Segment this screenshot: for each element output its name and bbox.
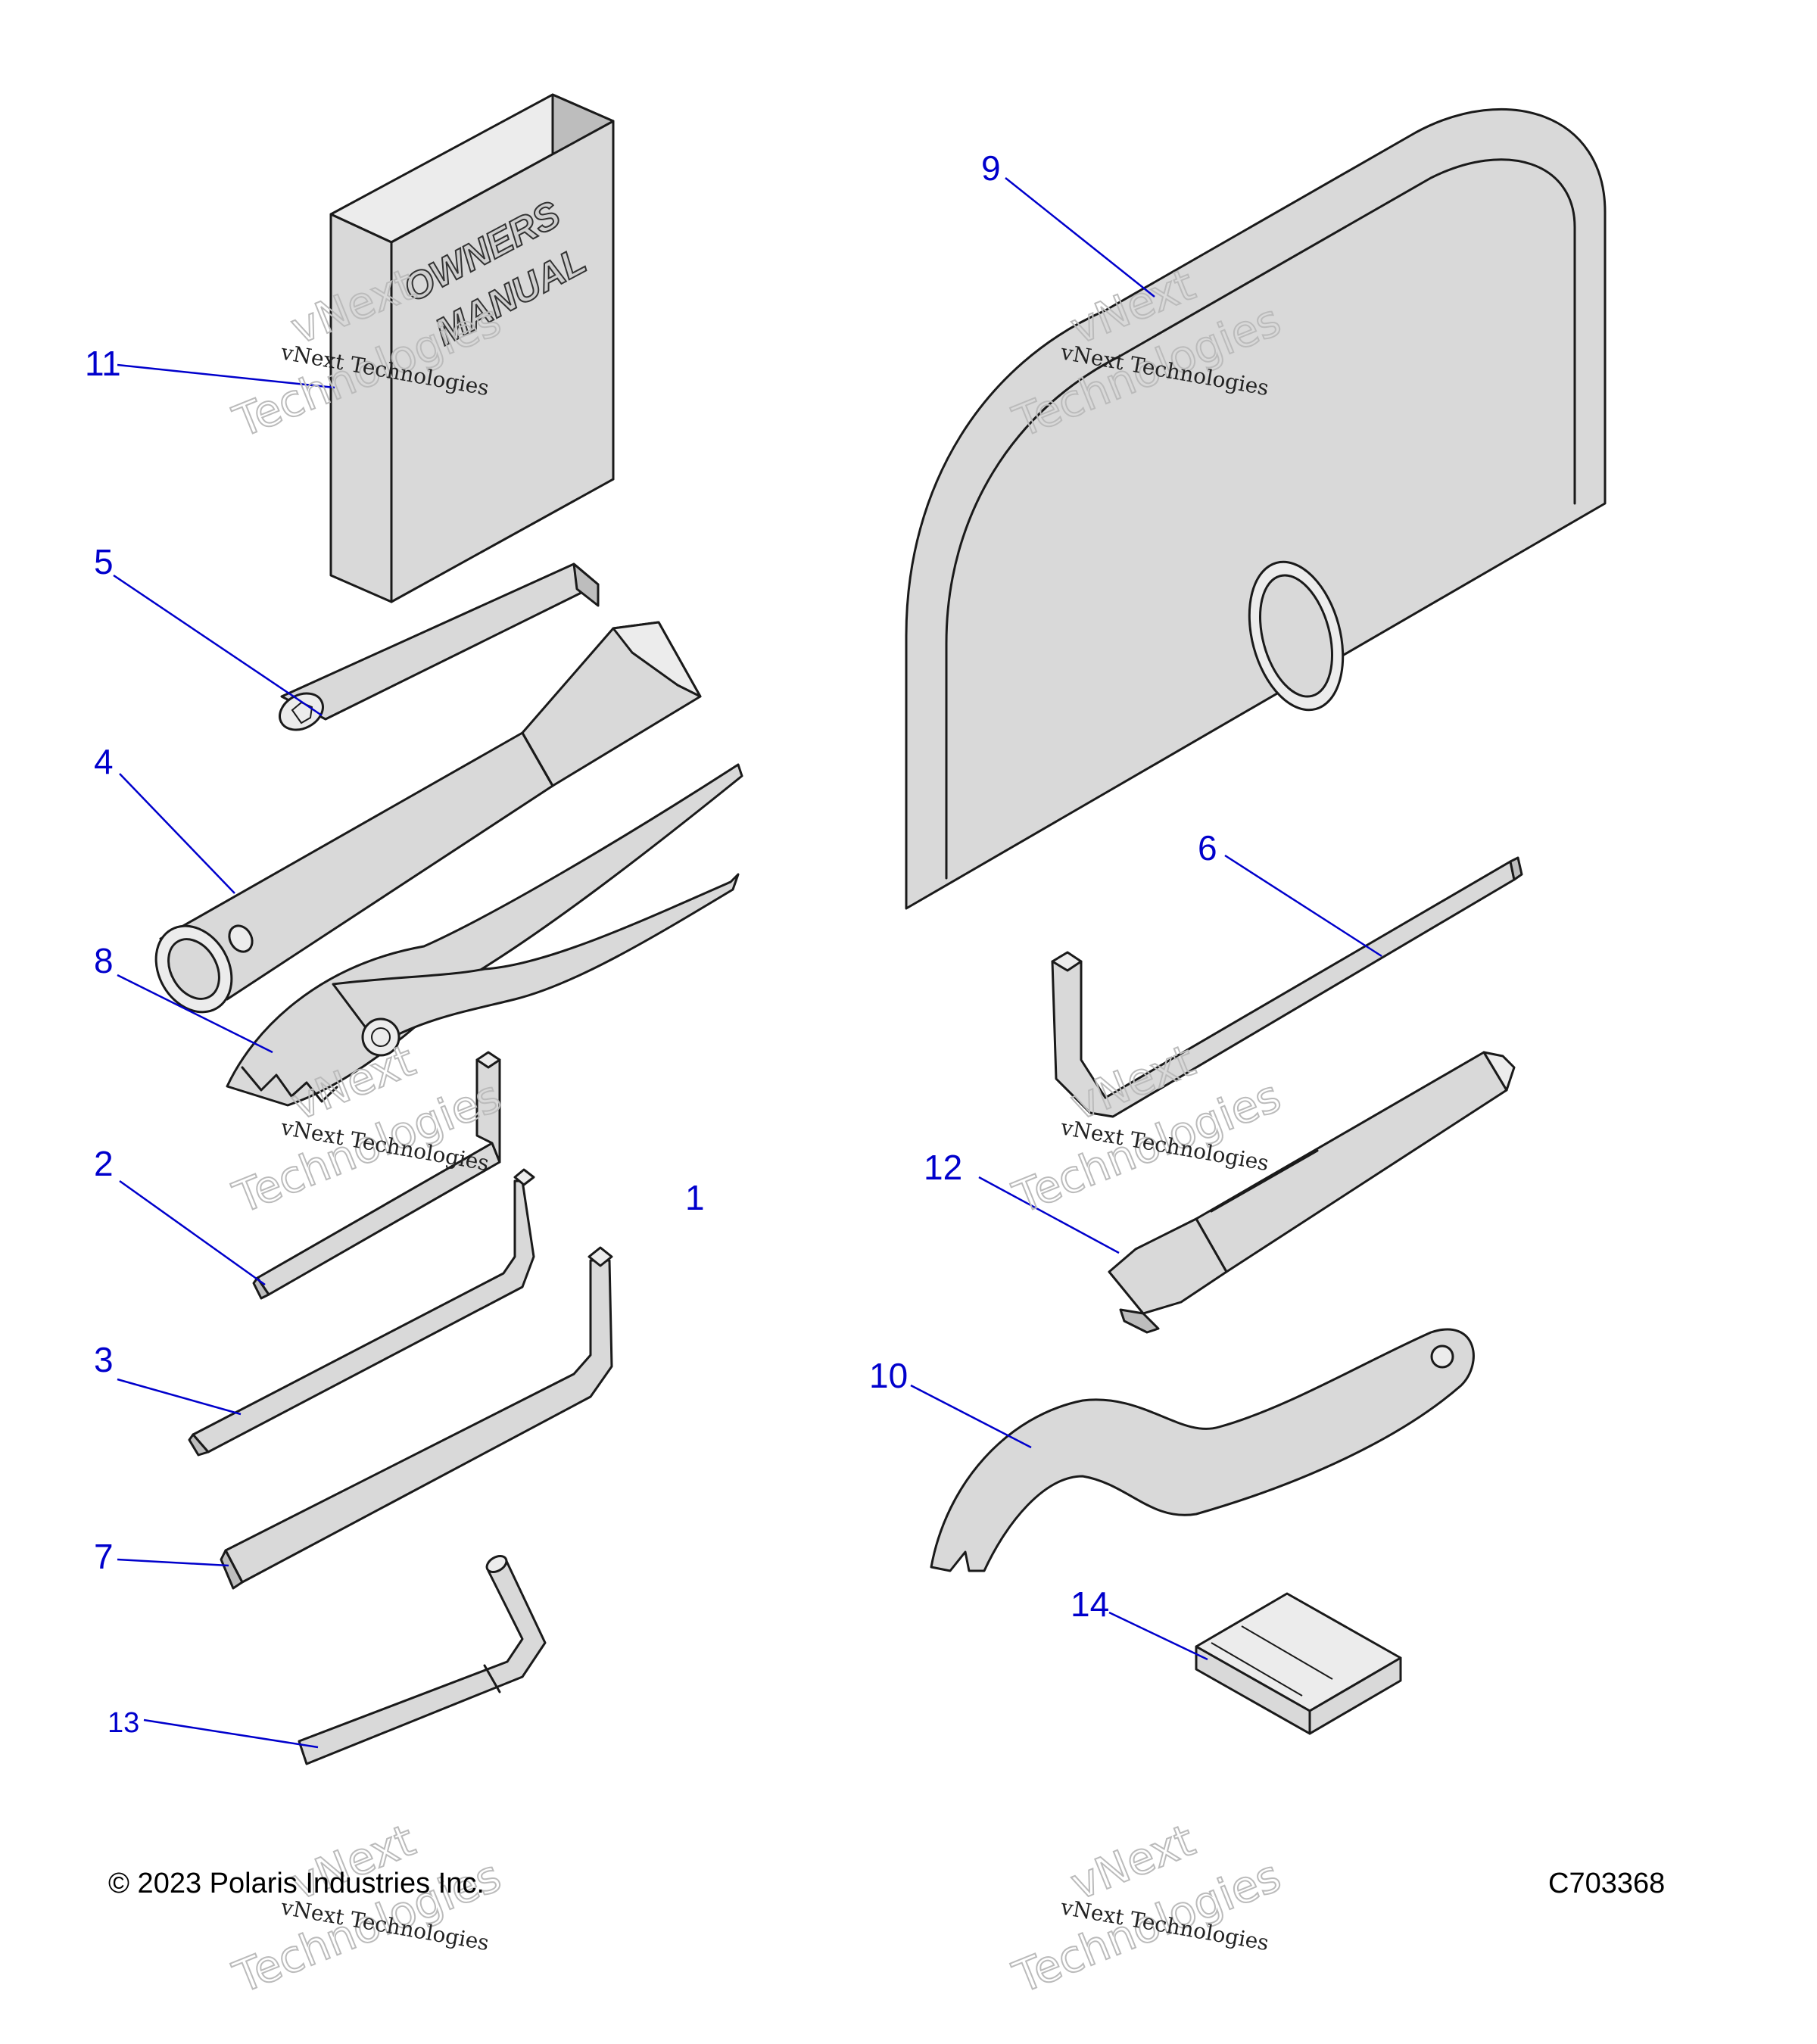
callout-3: 3 xyxy=(94,1340,114,1379)
leader-13 xyxy=(143,1718,319,1749)
part-hex-key-large xyxy=(1051,856,1523,1118)
callout-10: 10 xyxy=(869,1356,908,1395)
figure-id: C703368 xyxy=(1548,1868,1665,1899)
leader-3 xyxy=(117,1378,242,1416)
leader-14 xyxy=(1108,1611,1208,1661)
leader-lines xyxy=(113,177,1382,1749)
callout-4: 4 xyxy=(94,742,114,781)
callouts: 11 5 4 8 2 1 3 7 13 9 6 12 10 14 xyxy=(85,148,1217,1739)
callout-12: 12 xyxy=(924,1148,962,1187)
leader-11 xyxy=(117,363,335,389)
leader-6 xyxy=(1224,854,1382,958)
callout-6: 6 xyxy=(1198,828,1217,868)
leader-4 xyxy=(119,773,235,894)
leader-5 xyxy=(113,574,323,717)
callout-7: 7 xyxy=(94,1537,114,1576)
part-owners-manual: OWNERS MANUAL xyxy=(329,93,615,603)
part-hex-key-small xyxy=(298,1555,547,1765)
callout-1: 1 xyxy=(685,1178,705,1217)
part-short-socket xyxy=(279,562,600,731)
part-spanner-wrench xyxy=(930,1328,1475,1572)
part-tool-pouch-panel xyxy=(905,107,1607,910)
part-small-case xyxy=(1195,1592,1402,1735)
callout-5: 5 xyxy=(94,542,114,581)
callout-14: 14 xyxy=(1071,1584,1109,1624)
leader-12 xyxy=(978,1176,1120,1254)
callout-9: 9 xyxy=(981,148,1001,188)
part-ratchet-handle xyxy=(1108,1051,1516,1334)
part-spark-plug-socket xyxy=(154,621,702,1014)
callout-13: 13 xyxy=(108,1707,139,1739)
leader-2 xyxy=(119,1179,266,1286)
callout-8: 8 xyxy=(94,941,114,980)
callout-11: 11 xyxy=(85,344,121,383)
callout-2: 2 xyxy=(94,1144,114,1183)
leader-10 xyxy=(910,1384,1032,1449)
part-pliers xyxy=(226,763,743,1107)
copyright-text: © 2023 Polaris Industries Inc. xyxy=(108,1868,485,1899)
part-torx-key-medium xyxy=(188,1168,535,1457)
leader-7 xyxy=(117,1558,229,1567)
part-torx-key-large xyxy=(220,1246,613,1590)
leader-9 xyxy=(1005,177,1155,298)
part-torx-key-small xyxy=(252,1051,501,1300)
leader-8 xyxy=(117,974,273,1054)
